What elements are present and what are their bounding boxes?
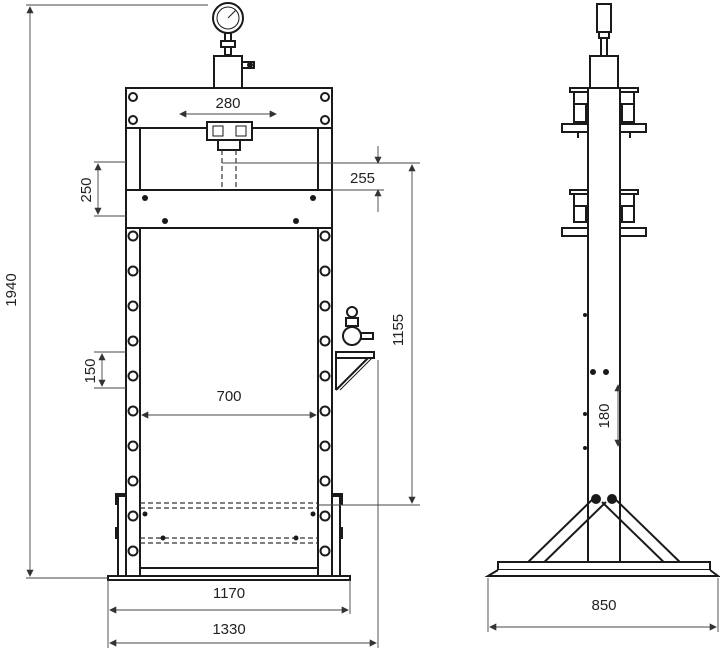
left-column-holes [127, 230, 139, 557]
dim-inner-width: 700 [216, 388, 241, 405]
side-view: 180 [484, 3, 720, 577]
front-view [107, 2, 375, 581]
dim-hole-pitch: 150 [82, 358, 99, 383]
pressure-gauge-icon [212, 2, 244, 56]
dim-side-hole-spacing: 180 [596, 403, 613, 428]
right-column-holes [319, 230, 331, 557]
dim-overall-height: 1940 [3, 273, 20, 306]
dim-beam-spacing: 250 [78, 177, 95, 202]
hydraulic-cylinder [213, 55, 243, 89]
side-dimensions: 850 [487, 578, 719, 632]
dim-base-inner-width: 1170 [213, 585, 245, 602]
hand-pump-icon [335, 306, 375, 391]
dim-working-height: 1155 [390, 314, 407, 346]
base-plate [107, 575, 351, 581]
dim-top-beam-stroke: 280 [215, 95, 240, 112]
side-mid-bracket [561, 189, 647, 237]
lower-table [115, 493, 343, 544]
front-dimensions: 1940 280 250 255 1155 150 700 1170 [3, 4, 420, 648]
dim-overall-width: 1330 [212, 621, 245, 638]
side-upright [587, 87, 621, 563]
bolster-beam [125, 189, 333, 229]
dim-base-depth: 850 [591, 597, 616, 614]
dim-ram-extension: 255 [350, 170, 375, 187]
side-top-bracket [561, 87, 647, 138]
